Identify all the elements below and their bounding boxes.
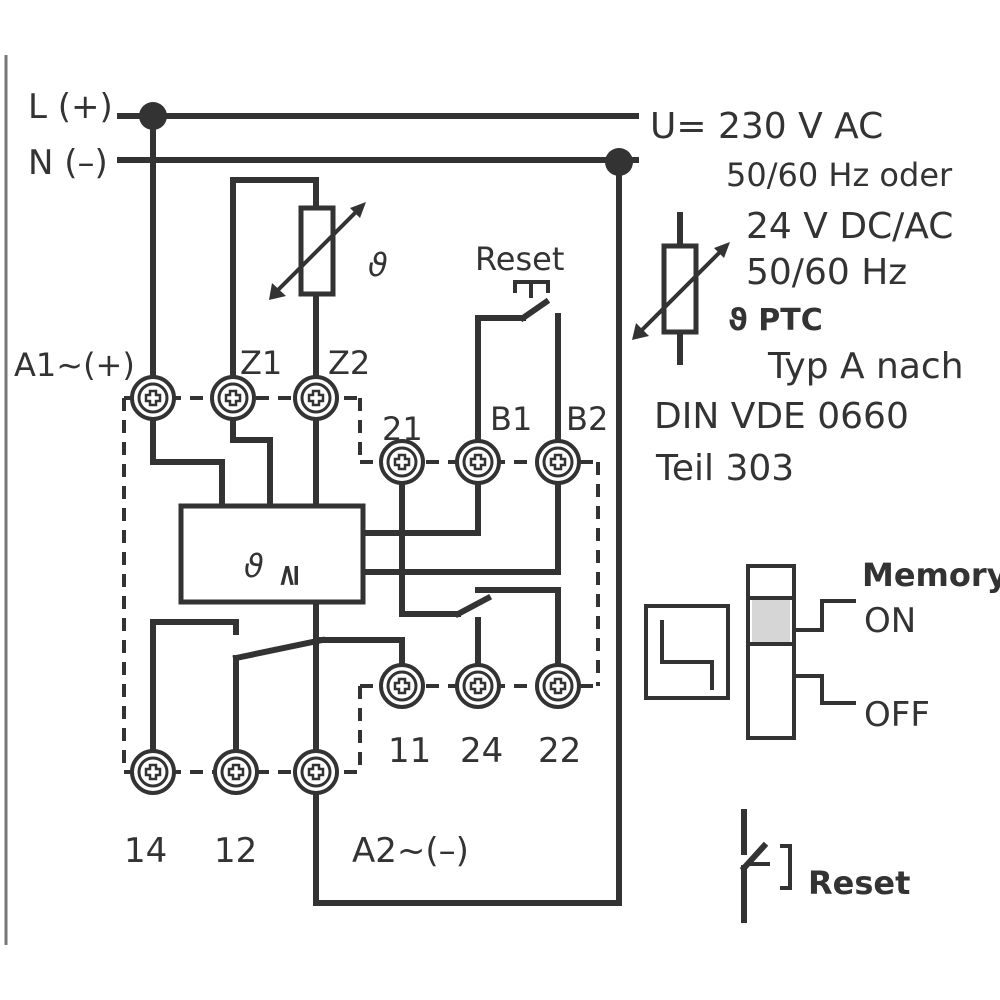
memory-off-label: OFF	[864, 695, 930, 735]
reset-button-symbol	[513, 280, 550, 298]
terminal-label-24: 24	[460, 731, 503, 771]
l-label: L (+)	[28, 87, 113, 127]
reset-legend-symbol	[739, 809, 792, 923]
reset-button-label: Reset	[475, 240, 564, 278]
terminal-label-b1: B1	[490, 400, 532, 438]
terminal-label-a2: A2~(–)	[352, 831, 469, 871]
type-line-3: Teil 303	[655, 448, 794, 489]
memory-switch	[746, 564, 856, 740]
terminal-z2	[293, 375, 339, 421]
terminal-label-22: 22	[538, 731, 581, 771]
reset-legend-label: Reset	[808, 864, 910, 902]
terminal-label-21: 21	[382, 410, 423, 448]
memory-on-label: ON	[864, 601, 916, 641]
relay-theta-symbol: ϑ	[244, 547, 264, 585]
n-label: N (–)	[28, 143, 108, 183]
terminal-11	[379, 663, 425, 709]
terminal-24	[455, 663, 501, 709]
terminal-a1	[130, 375, 176, 421]
memory-symbol	[644, 604, 730, 700]
ptc-label: ϑ PTC	[728, 303, 823, 338]
supply-rails	[117, 102, 639, 176]
voltage-line-4: 50/60 Hz	[746, 252, 907, 293]
voltage-line-2: 50/60 Hz oder	[726, 156, 953, 194]
terminal-b1	[455, 439, 501, 485]
terminal-z1	[210, 375, 256, 421]
relay-logic-box	[178, 503, 366, 605]
terminal-a2	[293, 749, 339, 795]
voltage-line-1: U= 230 V AC	[650, 106, 883, 147]
terminal-label-a1: A1~(+)	[14, 346, 135, 384]
theta-label: ϑ	[368, 246, 388, 284]
voltage-line-3: 24 V DC/AC	[746, 206, 953, 247]
terminal-label-z1: Z1	[240, 344, 282, 382]
ptc-resistor	[269, 202, 366, 300]
terminal-label-12: 12	[214, 831, 257, 871]
relay-compare-symbol: ≥	[271, 563, 306, 588]
terminal-12	[213, 749, 259, 795]
terminal-b2	[535, 439, 581, 485]
memory-title: Memory	[862, 556, 1000, 594]
ptc-legend-symbol	[632, 212, 730, 365]
terminal-22	[535, 663, 581, 709]
type-line-1: Typ A nach	[767, 346, 964, 387]
type-line-2: DIN VDE 0660	[654, 396, 909, 437]
terminal-label-b2: B2	[566, 400, 608, 438]
terminal-label-14: 14	[124, 831, 167, 871]
terminal-14	[130, 749, 176, 795]
terminal-label-z2: Z2	[328, 344, 370, 382]
terminal-label-11: 11	[388, 731, 431, 771]
wires	[150, 113, 622, 906]
